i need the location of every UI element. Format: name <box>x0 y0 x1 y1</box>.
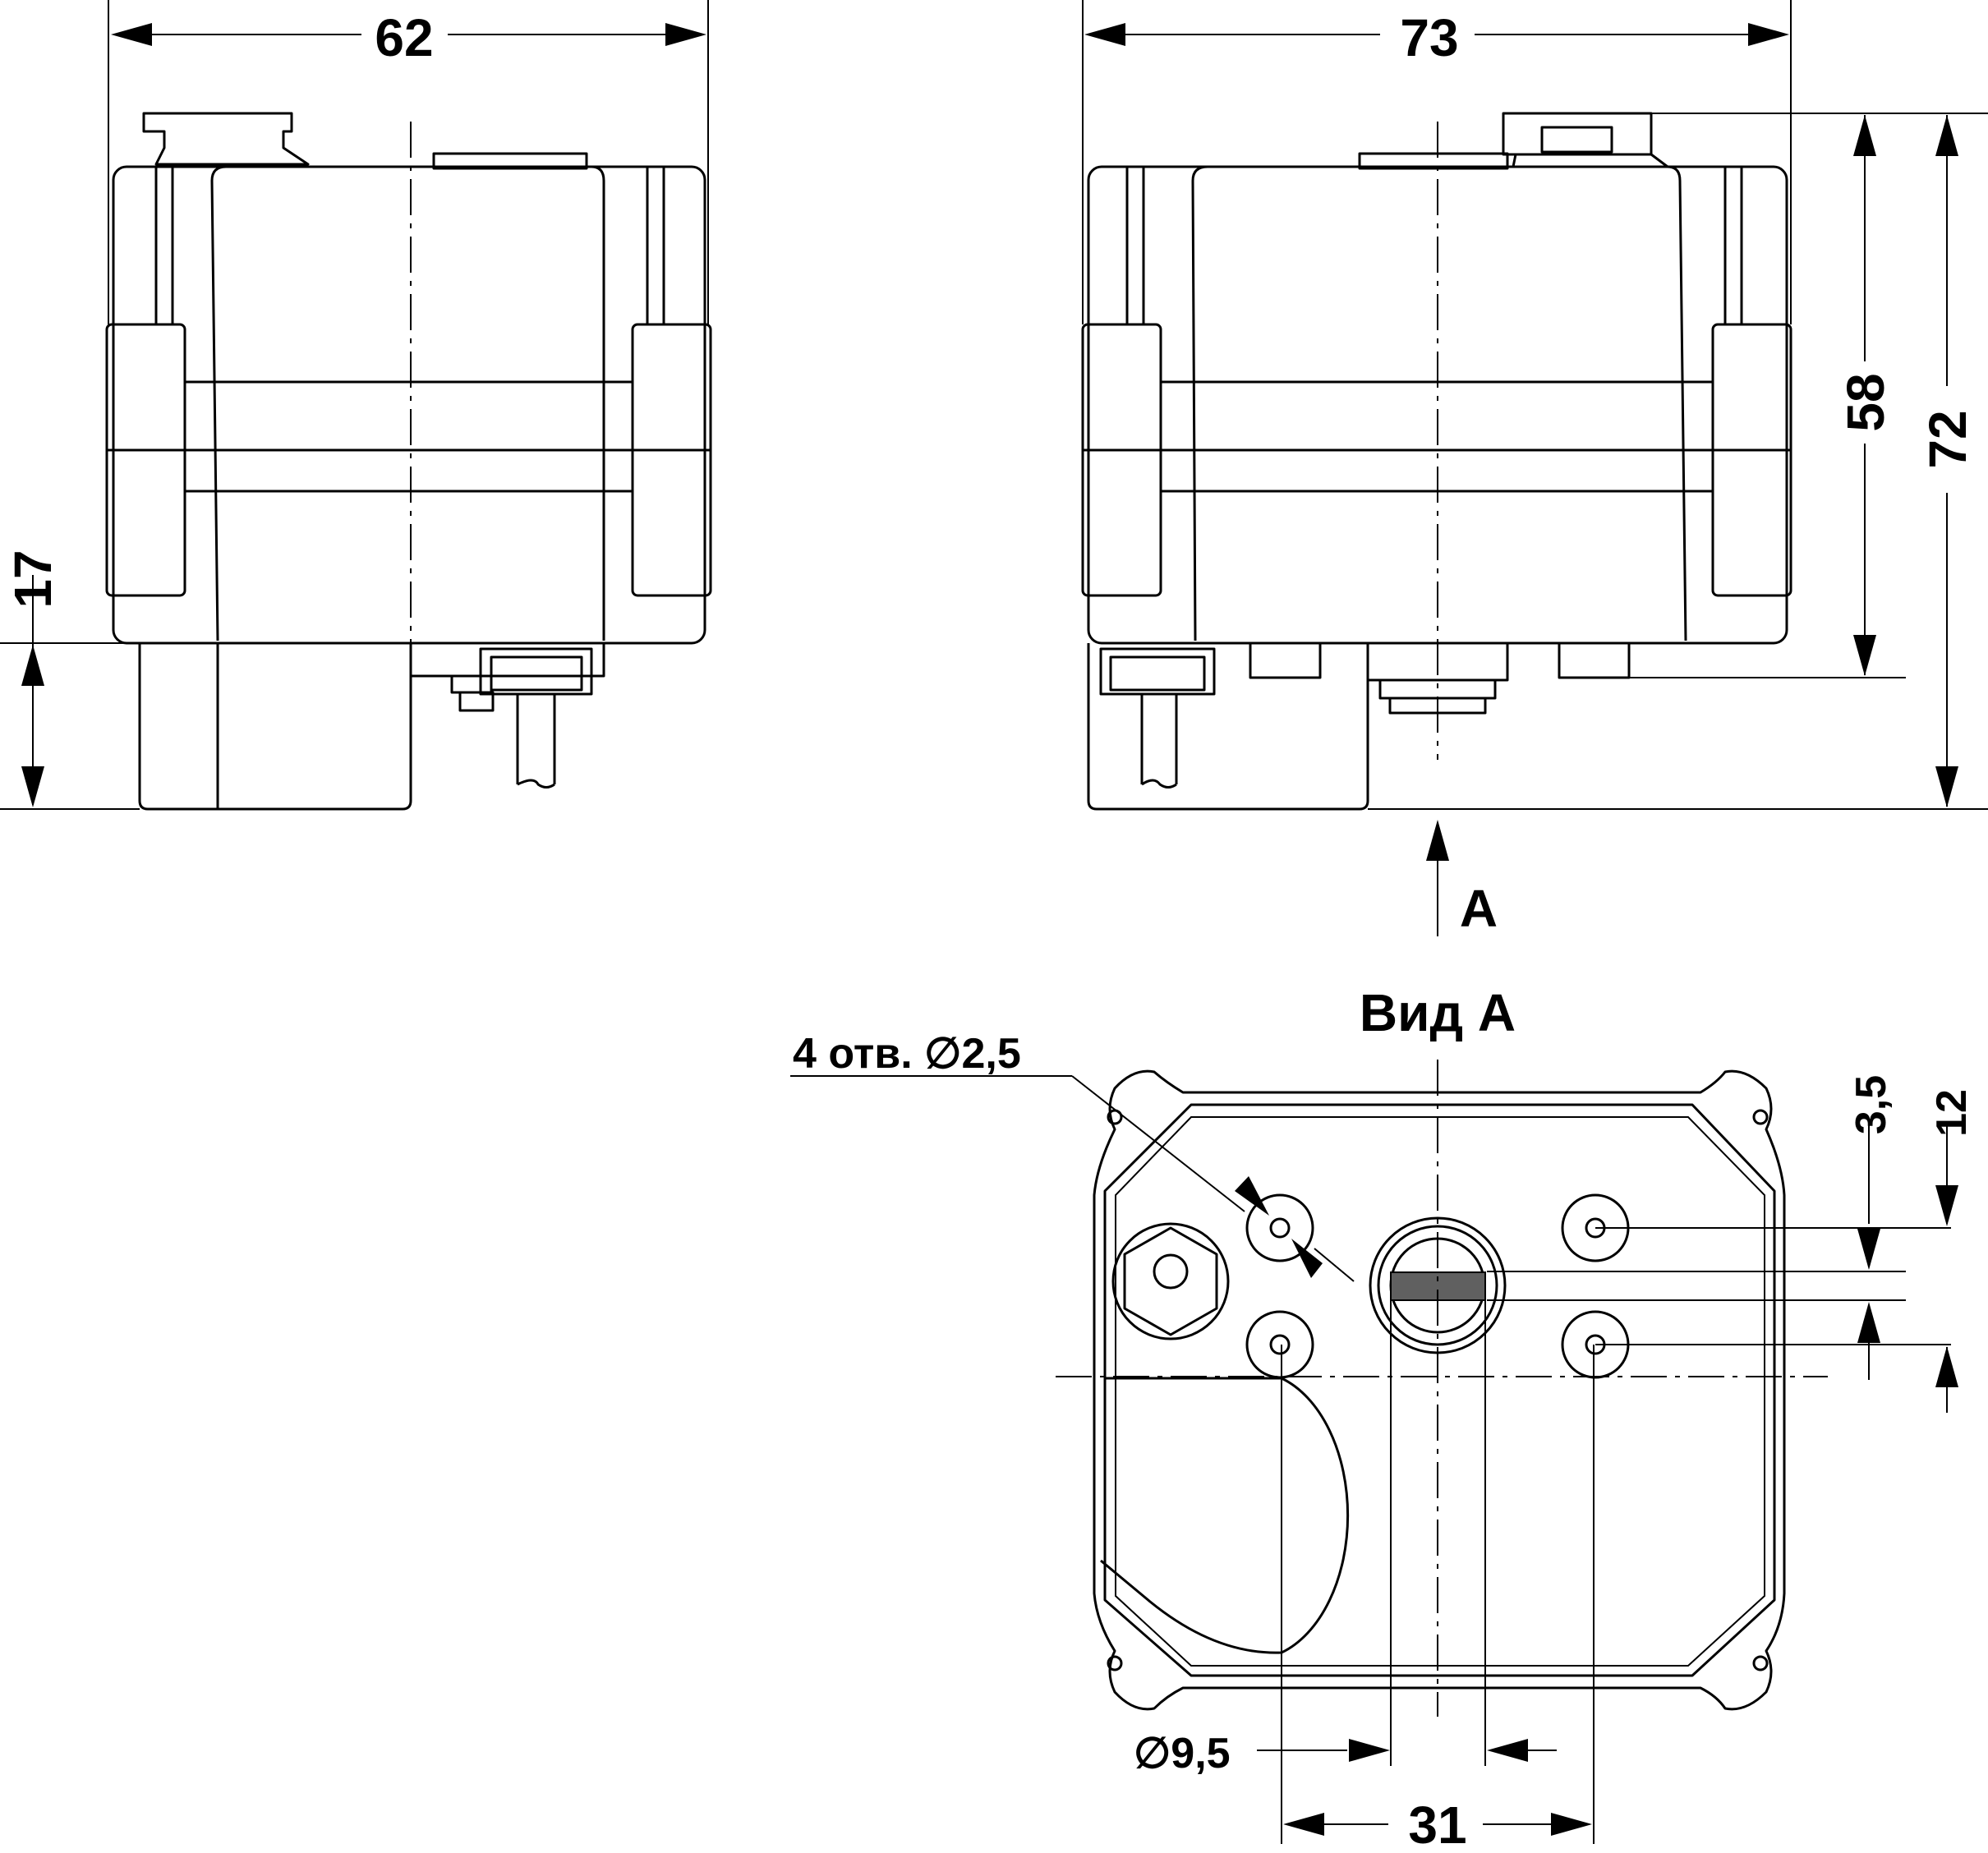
side-view <box>105 112 712 811</box>
dim-total-height: 72 <box>1918 410 1977 468</box>
dim-hole-spacing: 31 <box>1408 1796 1466 1853</box>
dimension-labels: 62 73 17 58 72 A Вид A 4 отв. ∅2,5 3,5 1… <box>3 8 1977 1853</box>
front-view <box>1081 112 1792 811</box>
view-title: Вид A <box>1360 983 1516 1042</box>
dim-side-width: 62 <box>375 8 433 67</box>
dim-body-height: 58 <box>1836 373 1895 431</box>
view-arrow-letter: A <box>1460 879 1498 938</box>
dim-top-offset-b: 12 <box>1928 1089 1976 1137</box>
view-a <box>1056 1060 1951 1844</box>
dim-front-width: 73 <box>1400 8 1458 67</box>
dim-top-offset-a: 3,5 <box>1848 1075 1895 1134</box>
holes-note: 4 отв. ∅2,5 <box>793 1030 1021 1078</box>
dim-shaft-diameter: ∅9,5 <box>1134 1730 1231 1777</box>
dim-bottom-height: 17 <box>3 549 62 608</box>
